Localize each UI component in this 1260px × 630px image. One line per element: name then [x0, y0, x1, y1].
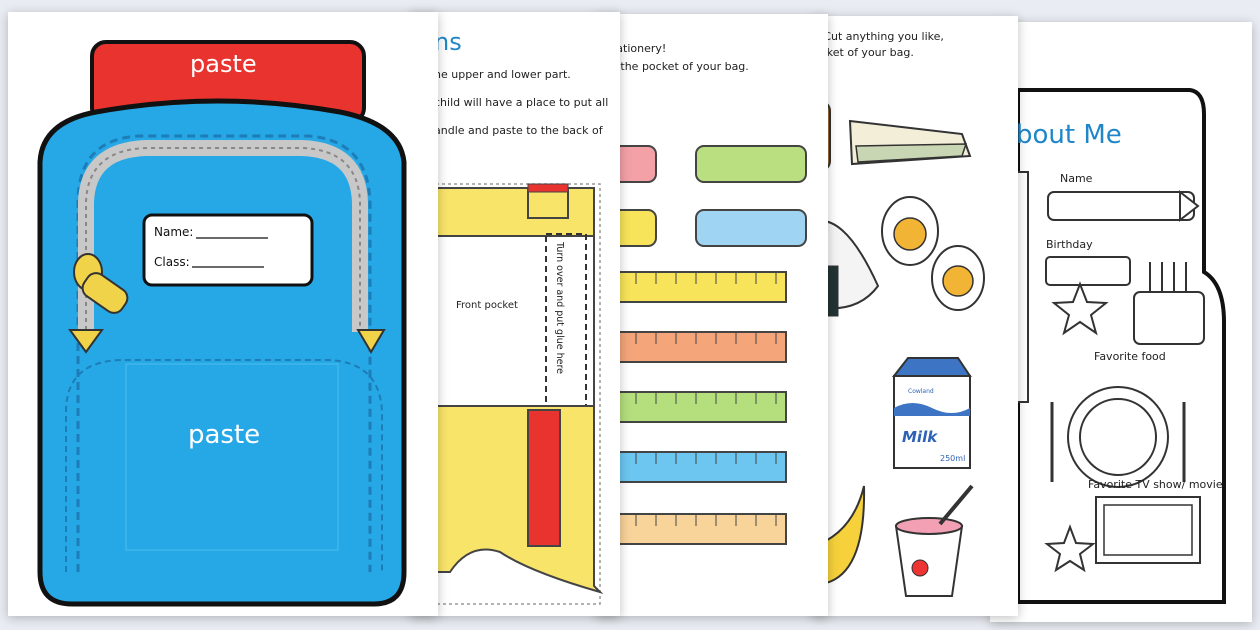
- eraser-blue-icon: [695, 209, 807, 247]
- flap-paste-label: paste: [190, 50, 257, 78]
- milk-carton-icon: [893, 375, 971, 469]
- name-label: Name: [1060, 172, 1093, 185]
- about-me-art: [1013, 88, 1226, 604]
- star-icon: [1051, 281, 1109, 336]
- instructions-title: ns: [434, 28, 462, 56]
- eraser-green-icon: [695, 145, 807, 183]
- instruction-line3: andle and paste to the back of: [434, 124, 603, 137]
- backpack-class-label: Class:: [154, 255, 190, 269]
- food-instruction-line1: ? Cut anything you like,: [814, 30, 944, 43]
- stationery-sheet: e stationery! it in the pocket of your b…: [596, 14, 828, 616]
- pocket-top-strip: [433, 187, 595, 237]
- zipper-arrow-left-icon: [68, 329, 104, 354]
- birthday-box: [1045, 256, 1131, 286]
- about-me-sheet: bout Me Name Birthday Favorite food Favo…: [990, 22, 1252, 622]
- backpack-name-label: Name:: [154, 225, 194, 239]
- stationery-instruction-line2: it in the pocket of your bag.: [596, 60, 749, 73]
- glue-note: Turn over and put glue here: [554, 242, 565, 375]
- pencil-icon: [1047, 191, 1195, 221]
- front-pocket-label: Front pocket: [456, 300, 518, 311]
- stationery-art: [596, 145, 807, 545]
- backpack-art: [37, 40, 407, 607]
- food-sheet: ? Cut anything you like, ocket of your b…: [812, 16, 1018, 616]
- instruction-line2: child will have a place to put all: [434, 96, 609, 109]
- food-art: [812, 100, 985, 597]
- backpack-sheet: paste Name: Class: paste: [8, 12, 438, 616]
- favorite-tv-label: Favorite TV show/ movie: [1088, 478, 1223, 491]
- cake-icon: [1133, 291, 1205, 345]
- instruction-line1: he upper and lower part.: [434, 68, 571, 81]
- favorite-food-label: Favorite food: [1094, 350, 1166, 363]
- pocket-red-strap: [527, 409, 561, 547]
- yogurt-icon: [894, 525, 964, 597]
- zipper-pull-icon: [73, 253, 129, 314]
- food-instruction-line2: ocket of your bag.: [814, 46, 914, 59]
- pocket-template-art: [429, 183, 604, 605]
- pocket-bottom: [433, 405, 604, 595]
- name-card: [142, 213, 314, 287]
- front-pocket-area: [433, 235, 595, 407]
- birthday-label: Birthday: [1046, 238, 1093, 251]
- milk-volume: 250ml: [940, 454, 966, 463]
- about-me-title: bout Me: [1016, 120, 1122, 150]
- zipper-arrow-right-icon: [356, 329, 386, 354]
- milk-carton-brand: Cowland: [908, 388, 934, 395]
- pocket-paste-label: paste: [188, 420, 261, 450]
- milk-label: Milk: [902, 428, 938, 446]
- pocket-paste-area: [125, 363, 339, 551]
- instructions-sheet: ns he upper and lower part. child will h…: [410, 12, 620, 616]
